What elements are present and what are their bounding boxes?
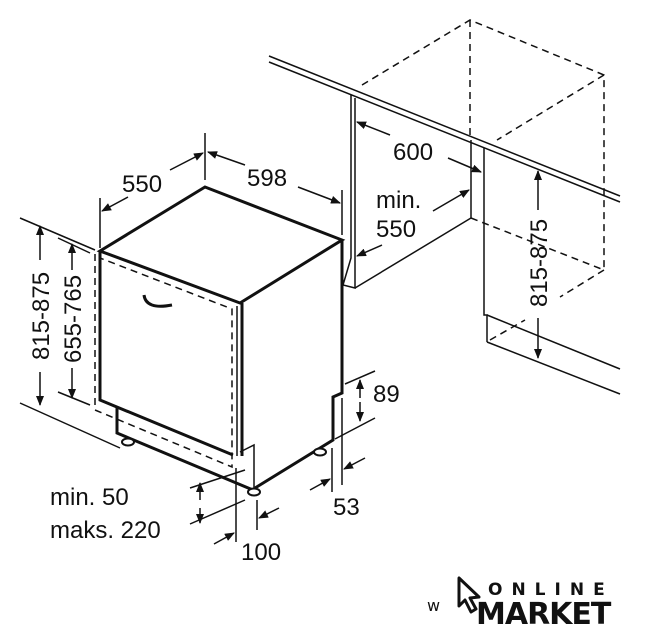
foot-icon (121, 437, 135, 447)
door-handle-icon (142, 294, 173, 308)
kitchen-niche (268, 19, 621, 395)
width-label: 598 (247, 165, 287, 192)
online-market-logo: w ONLINE MARKET (427, 576, 614, 632)
cursor-icon (457, 576, 481, 614)
dimension-lines (19, 121, 542, 545)
logo-line1: ONLINE (488, 580, 614, 600)
appliance-height-label: 815-875 (28, 272, 55, 360)
niche-depth-value: 550 (376, 216, 416, 243)
plinth-max-label: maks. 220 (50, 517, 161, 544)
rear-step-height-label: 89 (373, 381, 400, 408)
foot-offset-front-label: 100 (241, 539, 281, 566)
logo-prefix: w (427, 596, 440, 615)
niche-height-label: 815-875 (526, 219, 553, 307)
dishwasher-body (94, 185, 346, 497)
logo-line2: MARKET (476, 597, 612, 632)
niche-depth-min-label: min. (376, 187, 421, 214)
foot-icon (247, 487, 261, 497)
foot-icon (313, 447, 327, 457)
depth-label: 550 (122, 171, 162, 198)
door-height-label: 655-765 (60, 275, 87, 363)
plinth-min-label: min. 50 (50, 484, 129, 511)
niche-width-label: 600 (393, 139, 433, 166)
foot-offset-rear-label: 53 (333, 494, 360, 521)
